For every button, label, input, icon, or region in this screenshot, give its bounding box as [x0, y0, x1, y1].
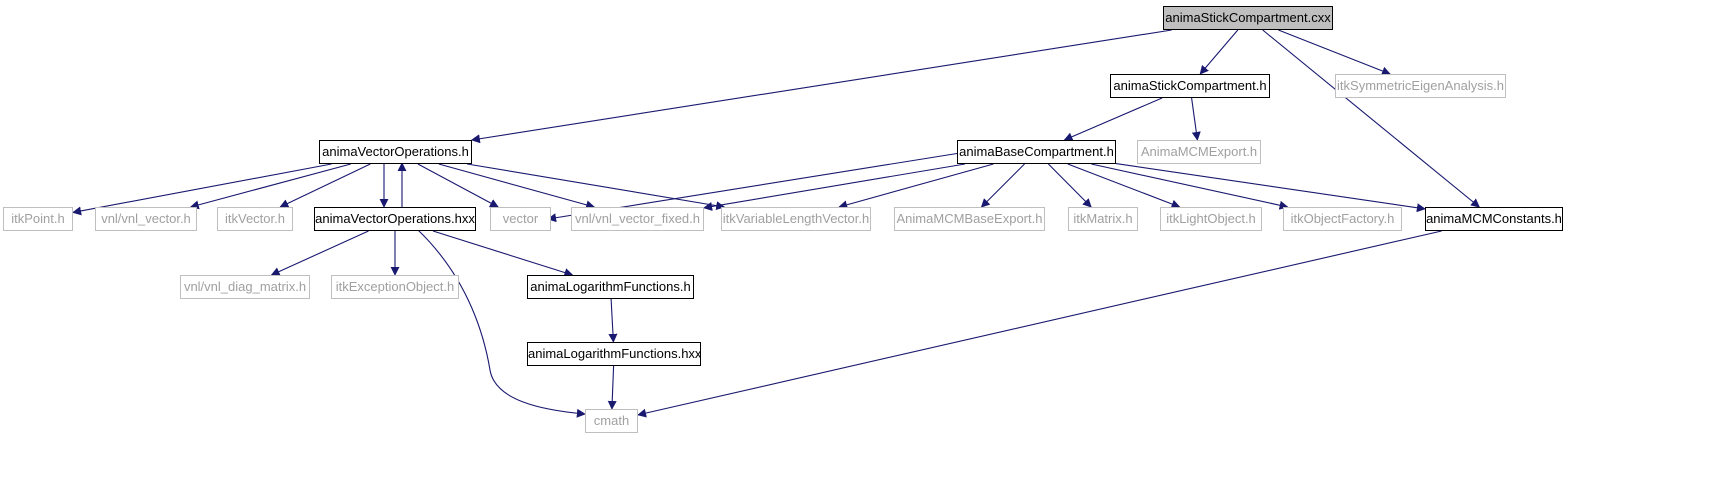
- node-itk-vector-h: itkVector.h: [217, 207, 293, 231]
- edge-base-h-to-itkmatrix-h: [1048, 163, 1092, 208]
- node-itk-exception-object-h: itkExceptionObject.h: [331, 275, 459, 299]
- edge-stick-h-to-mcmexport-h: [1191, 97, 1201, 141]
- edge-vecops-hxx-to-cmath: [417, 229, 586, 418]
- node-anima-vector-operations-hxx[interactable]: animaVectorOperations.hxx: [314, 207, 476, 231]
- edge-root-to-vecops-h: [470, 29, 1172, 144]
- node-cmath: cmath: [585, 409, 638, 433]
- node-itk-symmetric-eigen-analysis-h: itkSymmetricEigenAnalysis.h: [1335, 74, 1506, 98]
- edge-vecops-h-to-itkpoint-h: [72, 163, 332, 216]
- edge-base-h-to-itkvarlen-h: [838, 163, 994, 210]
- node-vector: vector: [490, 207, 551, 231]
- edge-base-h-to-mcmconst-h: [1115, 163, 1426, 213]
- node-itk-matrix-h: itkMatrix.h: [1068, 207, 1138, 231]
- edge-vecops-h-to-vector: [417, 163, 499, 208]
- edge-root-to-stick-h: [1199, 29, 1239, 75]
- edge-base-h-to-itklight-h: [1067, 163, 1181, 209]
- node-itk-point-h: itkPoint.h: [3, 207, 73, 231]
- edge-vecops-h-to-vnlfixed-h: [438, 163, 596, 210]
- edge-base-h-to-vnlfixed-h: [703, 163, 966, 211]
- node-anima-mcm-base-export-h: AnimaMCMBaseExport.h: [894, 207, 1045, 231]
- node-anima-logarithm-functions-hxx[interactable]: animaLogarithmFunctions.hxx: [527, 342, 701, 366]
- edge-vecops-hxx-to-logfn-h: [432, 230, 574, 277]
- node-anima-logarithm-functions-h[interactable]: animaLogarithmFunctions.h: [527, 275, 694, 299]
- node-anima-mcm-export-h: AnimaMCMExport.h: [1137, 140, 1261, 164]
- node-itk-object-factory-h: itkObjectFactory.h: [1283, 207, 1402, 231]
- edge-vecops-h-to-itkvector-h: [279, 163, 371, 208]
- edge-stick-h-to-base-h: [1063, 97, 1163, 141]
- edge-root-to-symeig-h: [1278, 29, 1391, 76]
- node-anima-stick-compartment-h[interactable]: animaStickCompartment.h: [1110, 74, 1270, 98]
- node-itk-light-object-h: itkLightObject.h: [1160, 207, 1262, 231]
- edge-mcmconst-h-to-cmath: [637, 230, 1442, 418]
- edge-logfn-hxx-to-cmath: [607, 365, 617, 410]
- node-itk-variable-length-vector-h: itkVariableLengthVector.h: [721, 207, 871, 231]
- edge-vecops-h-to-itkvarlen-h: [467, 163, 726, 211]
- edge-root-to-mcmconst-h: [1262, 29, 1480, 208]
- node-vnl-vector-fixed-h: vnl/vnl_vector_fixed.h: [571, 207, 704, 231]
- node-anima-mcm-constants-h[interactable]: animaMCMConstants.h: [1425, 207, 1563, 231]
- node-anima-stick-compartment-cxx: animaStickCompartment.cxx: [1163, 6, 1333, 30]
- edge-vecops-hxx-to-vnldiag-h: [270, 230, 369, 276]
- edge-base-h-to-mcmbaseexport-h: [980, 163, 1025, 208]
- node-vnl-vector-h: vnl/vnl_vector.h: [95, 207, 197, 231]
- edge-logfn-h-to-logfn-hxx: [608, 298, 618, 343]
- node-anima-base-compartment-h[interactable]: animaBaseCompartment.h: [957, 140, 1116, 164]
- node-vnl-diag-matrix-h: vnl/vnl_diag_matrix.h: [180, 275, 310, 299]
- edge-vecops-h-to-vnlvector-h: [189, 163, 351, 210]
- edge-base-h-to-itkfactory-h: [1091, 163, 1289, 210]
- node-anima-vector-operations-h[interactable]: animaVectorOperations.h: [319, 140, 472, 164]
